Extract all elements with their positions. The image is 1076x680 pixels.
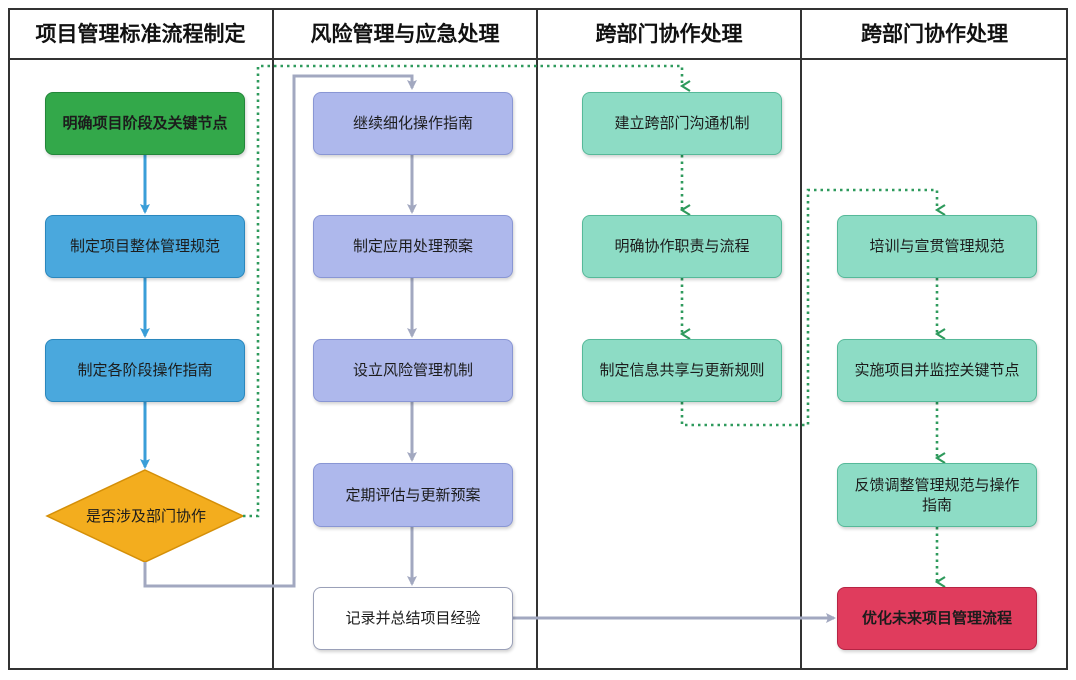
- lane-header-risk-management: 风险管理与应急处理: [273, 8, 537, 60]
- node-refine-guides: 继续细化操作指南: [313, 92, 513, 155]
- node-monitor-milestones: 实施项目并监控关键节点: [837, 339, 1037, 402]
- lane-divider-3: [800, 8, 802, 670]
- lane-divider-1: [272, 8, 274, 670]
- lane-header-standard-process: 项目管理标准流程制定: [8, 8, 273, 60]
- node-training-standards: 培训与宣贯管理规范: [837, 215, 1037, 278]
- node-risk-mechanism: 设立风险管理机制: [313, 339, 513, 402]
- node-optimize-future: 优化未来项目管理流程: [837, 587, 1037, 650]
- arrow-c3-d1: [680, 188, 946, 427]
- decision-label: 是否涉及部门协作: [85, 506, 206, 525]
- lane-header-cross-department-1: 跨部门协作处理: [537, 8, 801, 60]
- node-communication-mechanism: 建立跨部门沟通机制: [582, 92, 782, 155]
- node-collab-responsibilities: 明确协作职责与流程: [582, 215, 782, 278]
- node-periodic-review: 定期评估与更新预案: [313, 463, 513, 527]
- node-response-plan: 制定应用处理预案: [313, 215, 513, 278]
- lane-header-cross-department-2: 跨部门协作处理: [801, 8, 1068, 60]
- diagram-frame: [8, 8, 1068, 670]
- node-overall-standards: 制定项目整体管理规范: [45, 215, 245, 278]
- node-info-sharing-rules: 制定信息共享与更新规则: [582, 339, 782, 402]
- arrow-decision-r1: [143, 74, 417, 588]
- node-record-experience: 记录并总结项目经验: [313, 587, 513, 650]
- lane-divider-2: [536, 8, 538, 670]
- node-define-stages: 明确项目阶段及关键节点: [45, 92, 245, 155]
- node-feedback-adjust: 反馈调整管理规范与操作指南: [837, 463, 1037, 527]
- node-stage-guides: 制定各阶段操作指南: [45, 339, 245, 402]
